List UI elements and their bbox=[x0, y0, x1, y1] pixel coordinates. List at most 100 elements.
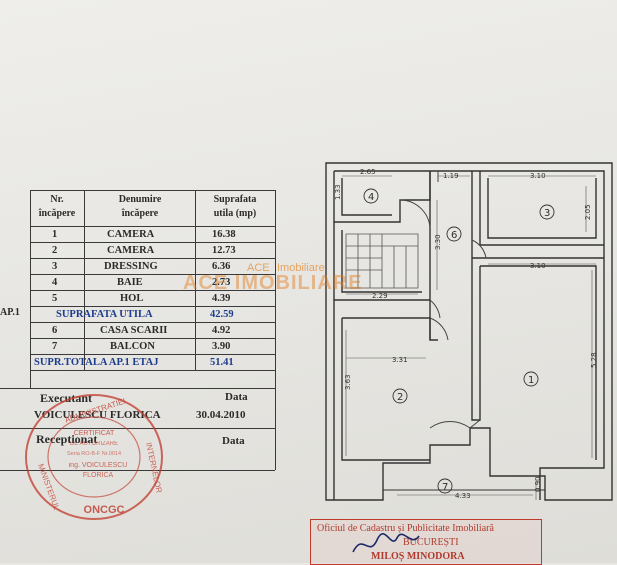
table-rule bbox=[30, 242, 275, 243]
wall-room-1-inner bbox=[480, 265, 597, 460]
data-label-2: Data bbox=[222, 435, 245, 447]
room-number-4: 4 bbox=[368, 192, 374, 203]
row-name: HOL bbox=[120, 293, 144, 304]
door-arc bbox=[429, 317, 449, 341]
stamp-autorizare: DE AUTORIZARE bbox=[70, 441, 118, 447]
outer-wall bbox=[325, 162, 613, 501]
dim-room4-height: 1.33 bbox=[334, 184, 342, 200]
door-arc bbox=[429, 421, 471, 429]
header-incapere: încăpere bbox=[38, 208, 76, 219]
table-rule bbox=[30, 370, 275, 371]
wall-room-2-inner bbox=[341, 318, 430, 461]
room-marker bbox=[363, 188, 379, 204]
util-total-area: 42.59 bbox=[210, 309, 234, 320]
wall-room-3-inner bbox=[487, 178, 597, 239]
stamp-name-2: FLORICA bbox=[83, 472, 114, 479]
stamp-serie: Seria RO-B-F Nr.0014 bbox=[67, 451, 121, 457]
watermark-main-text: ACE IMOBILIARE bbox=[183, 272, 363, 294]
room-marker bbox=[392, 388, 408, 404]
authorization-stamp: ADMINISTRATIEI MINISTERUL INTERNELOR CER… bbox=[25, 394, 164, 520]
room-marker bbox=[539, 204, 555, 220]
stamp-top-text: ADMINISTRATIEI bbox=[64, 397, 127, 425]
table-rule bbox=[30, 322, 275, 323]
row-name: BALCON bbox=[110, 341, 155, 352]
row-nr: 5 bbox=[52, 293, 58, 304]
stamp-name: ing. VOICULESCU bbox=[69, 462, 128, 469]
header-denumire: Denumire bbox=[118, 194, 162, 205]
row-nr: 1 bbox=[52, 229, 58, 240]
row-name: CASA SCARII bbox=[100, 325, 168, 336]
header-suprafata: Suprafata bbox=[213, 194, 257, 205]
row-area: 12.73 bbox=[212, 245, 236, 256]
header-nr: Nr. bbox=[50, 194, 64, 205]
row-name: DRESSING bbox=[104, 261, 158, 272]
stamp-certificat: CERTIFICAT bbox=[74, 430, 115, 437]
watermark-small-ace: ACE bbox=[247, 262, 270, 274]
row-nr: 4 bbox=[52, 277, 58, 288]
watermark: ACE Imobiliare ACE IMOBILIARE bbox=[183, 262, 443, 302]
row-nr: 7 bbox=[52, 341, 58, 352]
cadastre-office: Oficiul de Cadastru și Publicitate Imobi… bbox=[317, 523, 494, 534]
dim-room3-height: 2.05 bbox=[584, 204, 592, 220]
row-area: 6.36 bbox=[212, 261, 231, 272]
watermark-small-text: Imobiliare bbox=[277, 262, 325, 274]
dim-balcony-depth: 0.90 bbox=[534, 476, 542, 492]
cadastre-name: MILOȘ MINODORA bbox=[371, 551, 465, 562]
wall-room-1-left bbox=[471, 258, 481, 421]
room-marker bbox=[437, 478, 453, 494]
room-marker bbox=[523, 371, 539, 387]
row-name: CAMERA bbox=[107, 245, 155, 256]
table-rule bbox=[30, 226, 275, 227]
table-rule bbox=[0, 428, 275, 429]
inner-wall bbox=[334, 170, 605, 500]
grand-total-label: SUPR.TOTALA AP.1 ETAJ bbox=[34, 357, 159, 368]
table-rule bbox=[30, 290, 275, 291]
dim-balcony-width: 4.33 bbox=[455, 492, 471, 500]
table-rule bbox=[0, 388, 275, 389]
table-rule bbox=[275, 190, 276, 470]
table-rule bbox=[30, 190, 31, 388]
header-denumire-incapere: încăpere bbox=[121, 208, 159, 219]
data-label: Data bbox=[225, 391, 248, 403]
stamp-bottom-text: ONCGC bbox=[84, 504, 125, 516]
room-number-7: 7 bbox=[442, 482, 448, 493]
dim-room2-height: 3.63 bbox=[344, 374, 352, 390]
apartment-label: AP.1 bbox=[0, 307, 20, 318]
dim-hall-top: 1.19 bbox=[443, 172, 459, 180]
row-area: 4.92 bbox=[212, 325, 231, 336]
table-rule bbox=[30, 258, 275, 259]
signature bbox=[352, 532, 420, 553]
executant-date: 30.04.2010 bbox=[196, 409, 246, 421]
room-number-1: 1 bbox=[528, 375, 534, 386]
executant-label: Executant bbox=[40, 391, 92, 405]
util-total-label: SUPRAFATA UTILA bbox=[56, 309, 153, 320]
room-number-6: 6 bbox=[451, 230, 457, 241]
table-rule bbox=[30, 354, 275, 355]
door-arc bbox=[471, 239, 487, 259]
row-name: CAMERA bbox=[107, 229, 155, 240]
grand-total-area: 51.41 bbox=[210, 357, 234, 368]
door-arc bbox=[469, 419, 481, 429]
row-nr: 6 bbox=[52, 325, 58, 336]
table-rule bbox=[30, 274, 275, 275]
row-name: BAIE bbox=[117, 277, 143, 288]
row-nr: 2 bbox=[52, 245, 58, 256]
room-number-3: 3 bbox=[544, 208, 550, 219]
door-arc bbox=[429, 299, 441, 319]
dim-room2-width: 3.31 bbox=[392, 356, 408, 364]
cadastre-stamp: Oficiul de Cadastru și Publicitate Imobi… bbox=[310, 519, 542, 565]
table-rule bbox=[30, 190, 275, 191]
row-area: 4.39 bbox=[212, 293, 231, 304]
table-rule bbox=[84, 190, 85, 370]
dim-hall-height: 3.30 bbox=[434, 234, 442, 250]
cadastre-city: BUCUREȘTI bbox=[403, 537, 459, 548]
header-utila-mp: utila (mp) bbox=[213, 208, 257, 219]
executant-name: VOICULESCU FLORICA bbox=[34, 409, 161, 421]
row-area: 2.73 bbox=[212, 277, 231, 288]
door-arc bbox=[399, 199, 431, 229]
table-rule bbox=[30, 306, 275, 307]
table-rule bbox=[195, 190, 196, 370]
wall-room-4-inner bbox=[341, 178, 392, 216]
wall-room-3 bbox=[479, 171, 604, 246]
